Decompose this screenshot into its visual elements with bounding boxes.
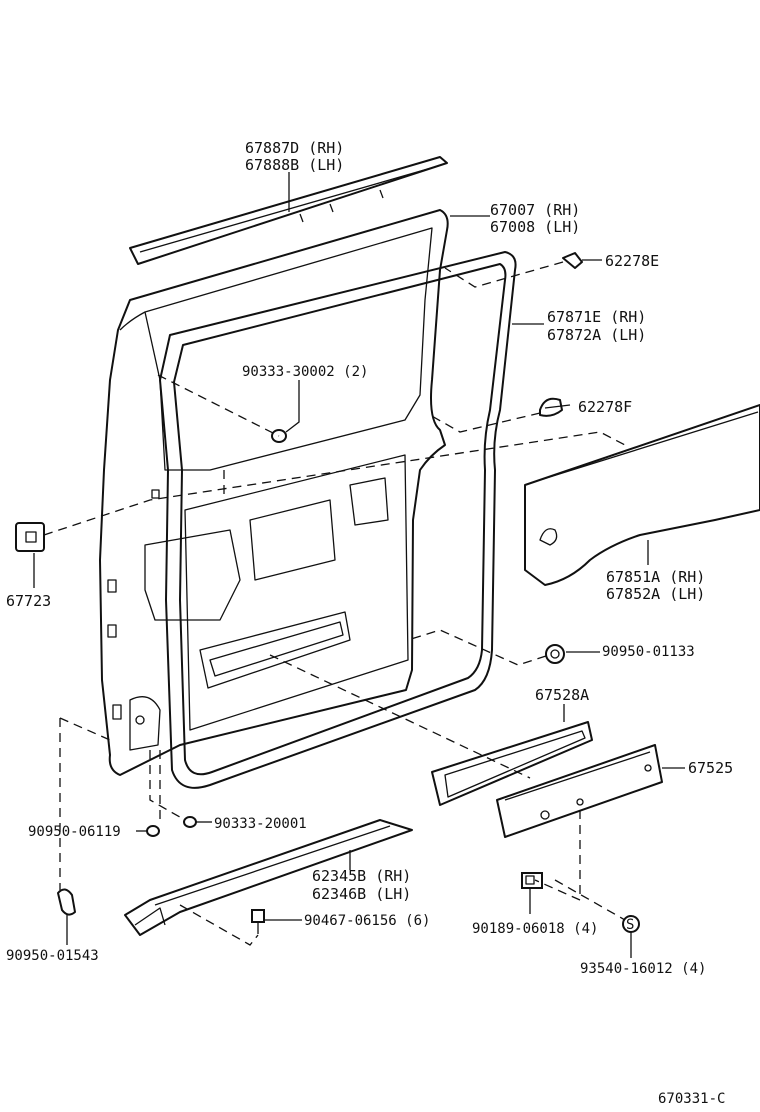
label-67723: 67723 [6, 592, 51, 610]
label-67851a: 67851A (RH) [606, 568, 705, 586]
label-67871e: 67871E (RH) [547, 308, 646, 326]
door-panel [99, 209, 449, 776]
step-garnish [124, 819, 413, 936]
label-62278f: 62278F [578, 398, 632, 416]
label-90467-06156: 90467-06156 (6) [304, 913, 430, 929]
screw-symbol: S [626, 917, 634, 933]
label-62278e: 62278E [605, 252, 659, 270]
clip-62278f [539, 397, 563, 417]
plate-67525 [496, 744, 663, 838]
screw-93540-16012: S [622, 915, 640, 933]
label-90950-01543: 90950-01543 [6, 948, 99, 964]
label-67008: 67008 (LH) [490, 218, 580, 236]
label-62346b: 62346B (LH) [312, 885, 411, 903]
nut-90189-06018 [521, 872, 543, 889]
label-67887d: 67887D (RH) [245, 139, 344, 157]
label-90189-06018: 90189-06018 (4) [472, 921, 598, 937]
part-labels: 67887D (RH) 67888B (LH) 67007 (RH) 67008… [6, 139, 733, 1107]
clip-90950-01133 [545, 644, 565, 664]
label-62345b: 62345B (RH) [312, 867, 411, 885]
leader-lines [33, 172, 685, 958]
cushion-67723 [15, 522, 45, 552]
door-weatherstrip [159, 251, 517, 789]
label-67525: 67525 [688, 759, 733, 777]
label-90950-06119: 90950-06119 [28, 824, 121, 840]
clip-62278e [562, 252, 583, 269]
door-trim-board [524, 404, 760, 586]
label-93540-16012: 93540-16012 (4) [580, 961, 706, 977]
label-90333-20001: 90333-20001 [214, 816, 307, 832]
grommet-90333-20001 [183, 816, 197, 828]
label-67528a: 67528A [535, 686, 589, 704]
label-67888b: 67888B (LH) [245, 156, 344, 174]
grommet-90950-06119 [146, 825, 160, 837]
label-67872a: 67872A (LH) [547, 326, 646, 344]
label-67007: 67007 (RH) [490, 201, 580, 219]
label-90333-30002: 90333-30002 (2) [242, 364, 368, 380]
diagram-code: 670331-C [658, 1091, 725, 1107]
clip-90467-06156 [251, 909, 265, 934]
holder-67528a [431, 721, 593, 806]
dashed-guides [43, 261, 626, 946]
label-67852a: 67852A (LH) [606, 585, 705, 603]
clip-90950-01543 [57, 888, 76, 916]
label-90950-01133: 90950-01133 [602, 644, 695, 660]
